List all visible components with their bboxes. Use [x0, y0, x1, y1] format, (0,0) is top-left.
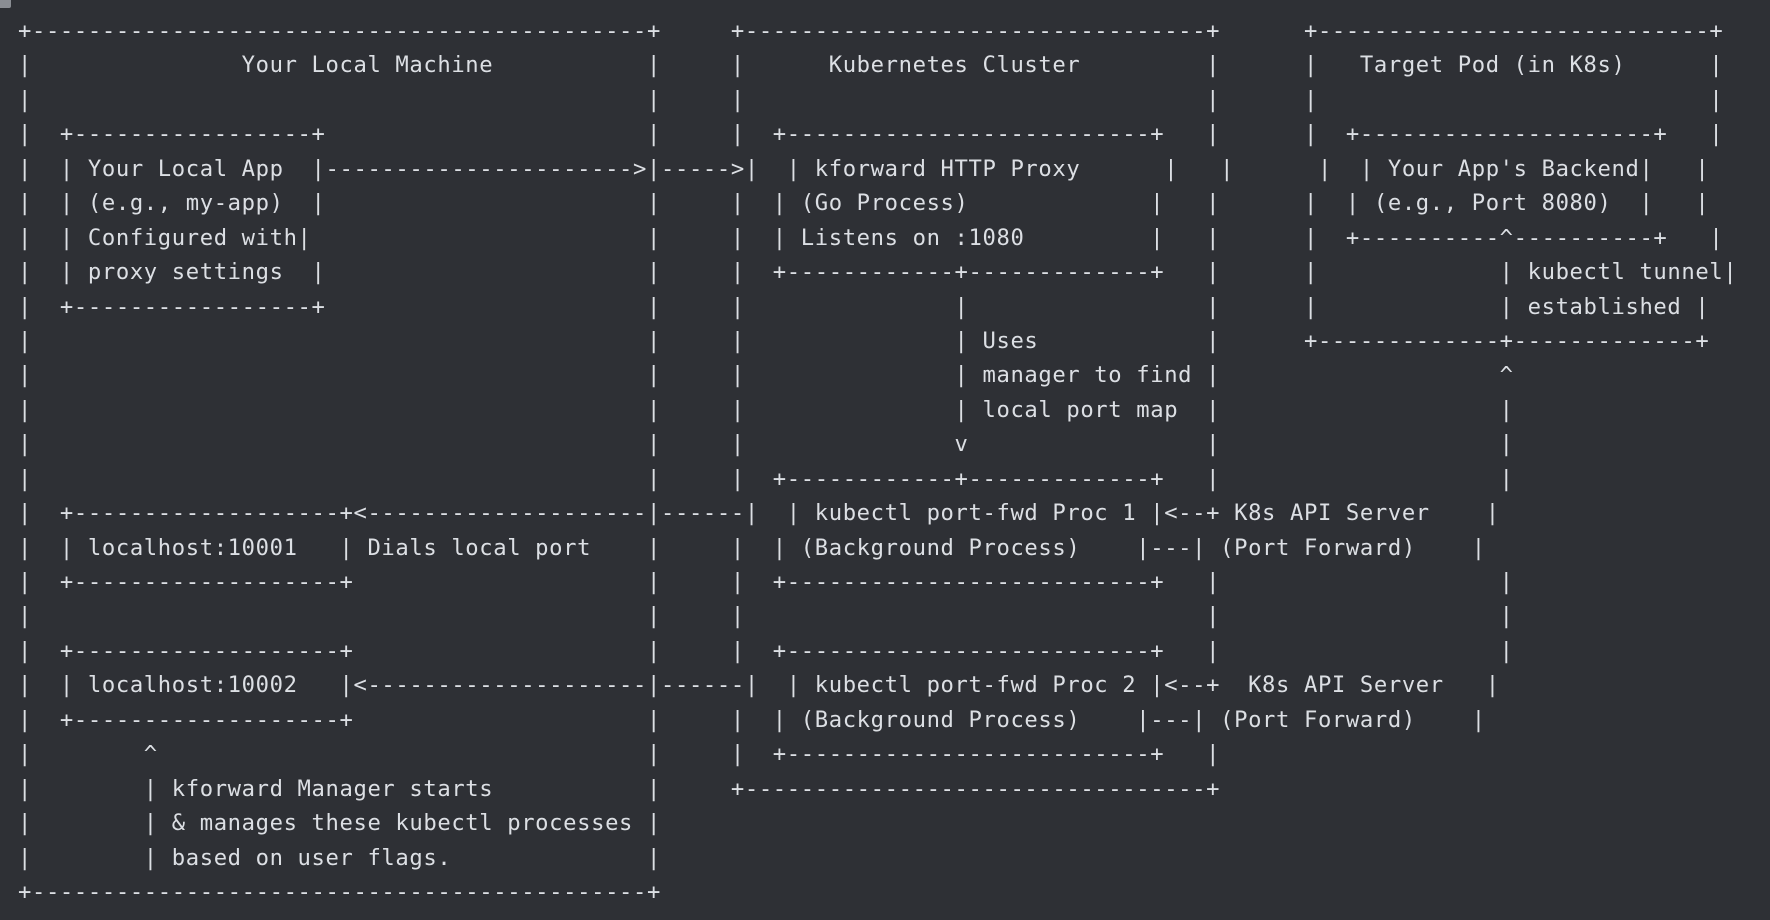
diagram-line: | | (e.g., my-app) | | | | (Go Process) … [18, 190, 1710, 217]
diagram-line: | | | | Uses | +-------------+----------… [18, 327, 1710, 354]
diagram-line: | Your Local Machine | | Kubernetes Clus… [18, 52, 1724, 79]
diagram-line: | | | | | | [18, 86, 1724, 113]
diagram-line: | | & manages these kubectl processes | [18, 810, 661, 837]
diagram-line: | | kforward Manager starts | +---------… [18, 775, 1221, 802]
diagram-line: | | Configured with| | | | Listens on :1… [18, 224, 1724, 251]
diagram-line: | +-----------------+ | | +-------------… [18, 121, 1724, 148]
diagram-line: | | | | local port map | | [18, 396, 1514, 423]
diagram-line: | | | +------------+-------------+ | | [18, 465, 1514, 492]
diagram-line: +---------------------------------------… [18, 878, 661, 905]
diagram-line: | | | v | | [18, 431, 1514, 458]
ascii-architecture-diagram: +---------------------------------------… [18, 14, 1737, 909]
window-corner-icon [0, 0, 11, 8]
diagram-line: | | Your Local App |--------------------… [18, 155, 1710, 182]
diagram-line: | | proxy settings | | | +------------+-… [18, 259, 1738, 286]
diagram-line: | | based on user flags. | [18, 844, 661, 871]
diagram-line: | | | | manager to find | ^ [18, 362, 1514, 389]
diagram-line: | +-------------------+ | | | (Backgroun… [18, 706, 1486, 733]
diagram-line: | | localhost:10001 | Dials local port |… [18, 534, 1486, 561]
diagram-line: | +-------------------+ | | +-----------… [18, 637, 1514, 664]
diagram-line: +---------------------------------------… [18, 18, 1724, 44]
diagram-line: | +-----------------+ | | | | | | establ… [18, 293, 1710, 320]
diagram-line: | ^ | | +--------------------------+ | [18, 741, 1221, 768]
diagram-line: | | | | | [18, 603, 1514, 630]
diagram-line: | | localhost:10002 |<------------------… [18, 672, 1500, 699]
diagram-line: | +-------------------+ | | +-----------… [18, 569, 1514, 595]
diagram-line: | +-------------------+<----------------… [18, 500, 1500, 527]
